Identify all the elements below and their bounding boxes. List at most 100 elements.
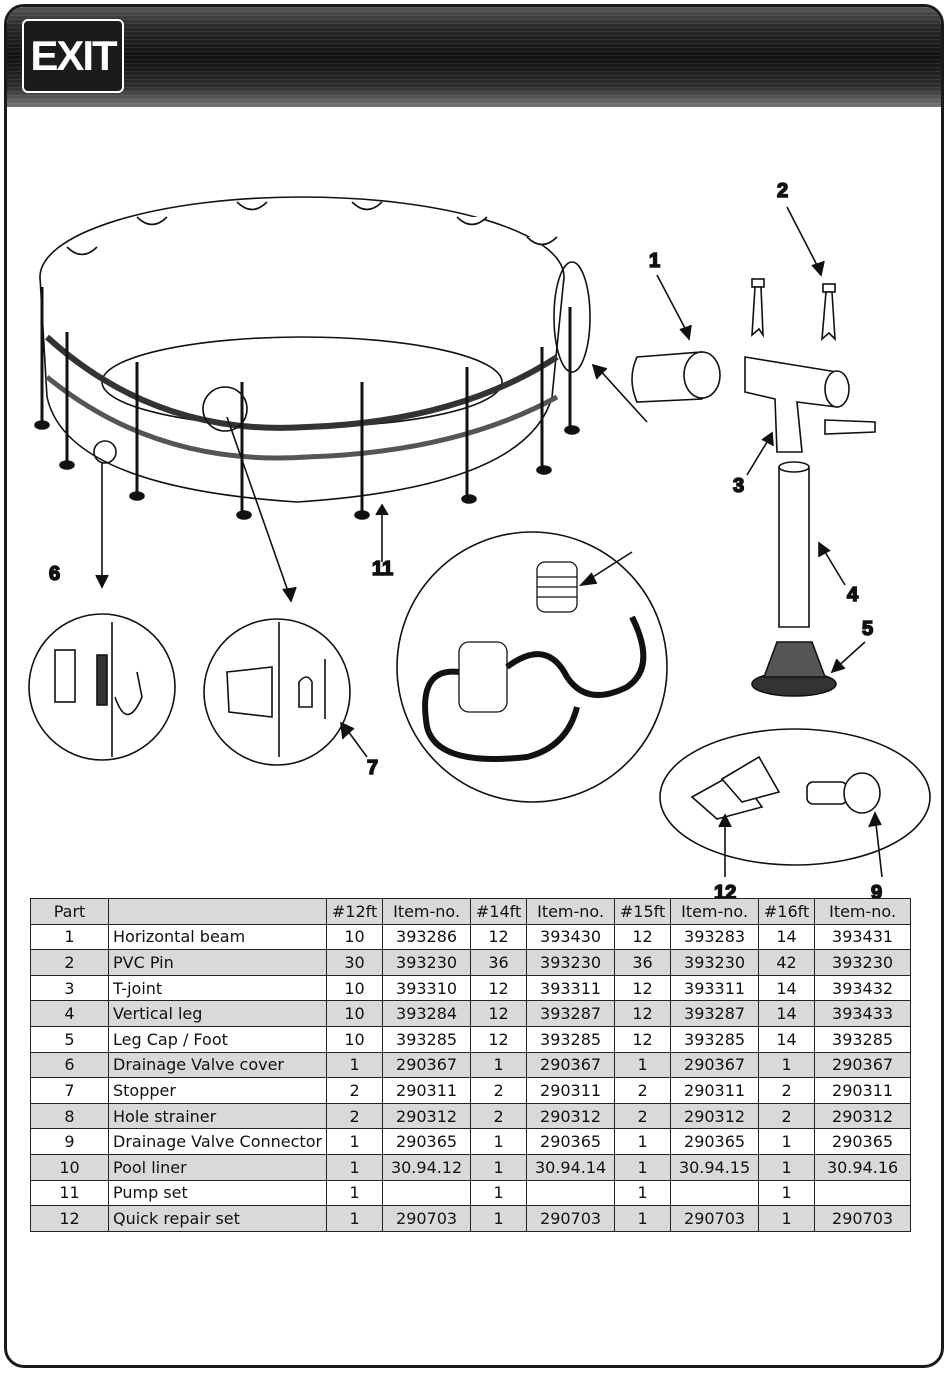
table-cell: 393286 [382, 923, 472, 951]
table-cell: 10 [326, 923, 384, 951]
table-cell: 30.94.12 [382, 1153, 472, 1181]
table-cell: Drainage Valve Connector [107, 1128, 328, 1155]
table-cell: 14 [758, 1025, 816, 1053]
table-cell: 290367 [382, 1051, 472, 1079]
table-cell: 2 [326, 1102, 384, 1130]
table-cell: 393230 [814, 949, 912, 976]
callout-2: 2 [777, 180, 788, 202]
parts-illustration: 11 1 3 2 [7, 107, 941, 907]
table-cell: 290365 [526, 1128, 616, 1155]
table-cell: 290365 [670, 1128, 760, 1155]
table-cell: 290312 [670, 1102, 760, 1130]
table-cell: 1 [614, 1205, 672, 1232]
table-cell: 42 [758, 949, 816, 976]
table-cell: 290311 [382, 1077, 472, 1104]
table-cell: Quick repair set [107, 1205, 328, 1232]
table-cell: 393285 [670, 1025, 760, 1053]
header-item-no-16ft: Item-no. [814, 898, 912, 925]
table-cell: 1 [326, 1179, 384, 1207]
header-band: EXIT [7, 7, 941, 107]
table-cell: 393311 [526, 974, 616, 1002]
table-cell: 10 [326, 974, 384, 1002]
table-cell: 1 [470, 1153, 528, 1181]
table-cell: 1 [614, 1128, 672, 1155]
table-cell: 290703 [670, 1205, 760, 1232]
callout-3: 3 [733, 475, 744, 497]
table-cell: 393285 [814, 1025, 912, 1053]
table-cell: Vertical leg [107, 1000, 328, 1027]
table-cell: 1 [614, 1051, 672, 1079]
header-item-no-15ft: Item-no. [670, 898, 760, 925]
table-cell: 1 [758, 1128, 816, 1155]
table-cell: 290312 [526, 1102, 616, 1130]
table-cell: 393230 [382, 949, 472, 976]
table-cell: 30 [326, 949, 384, 976]
table-cell: 2 [30, 949, 109, 976]
table-cell: 4 [30, 1000, 109, 1027]
table-cell: 10 [326, 1025, 384, 1053]
table-cell: 1 [758, 1051, 816, 1079]
table-cell [670, 1179, 760, 1207]
table-cell: 290703 [814, 1205, 912, 1232]
table-cell: 290312 [382, 1102, 472, 1130]
header-16ft: #16ft [758, 898, 816, 925]
table-cell: 393283 [670, 923, 760, 951]
header-item-no-14ft: Item-no. [526, 898, 616, 925]
vertical-leg-drawing [778, 461, 810, 628]
table-cell [382, 1179, 472, 1207]
table-cell: 290312 [814, 1102, 912, 1130]
table-cell: Hole strainer [107, 1102, 328, 1130]
table-cell: 14 [758, 1000, 816, 1027]
table-cell: 2 [614, 1077, 672, 1104]
table-cell: 393287 [670, 1000, 760, 1027]
table-cell [526, 1179, 616, 1207]
table-cell: 1 [614, 1179, 672, 1207]
pool-drawing [34, 196, 591, 520]
table-cell: 393311 [670, 974, 760, 1002]
table-cell: 393285 [526, 1025, 616, 1053]
table-cell: 393230 [526, 949, 616, 976]
table-cell: 9 [30, 1128, 109, 1155]
callout-5: 5 [862, 618, 873, 640]
table-cell: PVC Pin [107, 949, 328, 976]
table-cell: 393230 [670, 949, 760, 976]
table-cell: 1 [326, 1051, 384, 1079]
callout-4: 4 [847, 584, 859, 606]
table-cell: 1 [758, 1179, 816, 1207]
header-part: Part [30, 898, 109, 925]
table-cell: 393310 [382, 974, 472, 1002]
table-cell: T-joint [107, 974, 328, 1002]
table-cell: 2 [758, 1077, 816, 1104]
table-cell: 12 [470, 1025, 528, 1053]
table-cell: 12 [614, 974, 672, 1002]
table-cell: 1 [758, 1153, 816, 1181]
table-cell: 1 [30, 923, 109, 951]
table-cell: 290365 [382, 1128, 472, 1155]
table-cell: 290367 [814, 1051, 912, 1079]
leg-cap-drawing [751, 641, 837, 697]
table-header-row: Part #12ft Item-no. #14ft Item-no. #15ft… [30, 898, 912, 925]
table-cell: 393285 [382, 1025, 472, 1053]
header-description [107, 898, 328, 925]
table-cell: 1 [758, 1205, 816, 1232]
table-cell: 1 [470, 1051, 528, 1079]
table-cell: 393430 [526, 923, 616, 951]
table-cell: 36 [614, 949, 672, 976]
table-cell: 11 [30, 1179, 109, 1207]
table-cell: Drainage Valve cover [107, 1051, 328, 1079]
table-cell: 290311 [814, 1077, 912, 1104]
table-cell: 12 [614, 923, 672, 951]
table-cell: 393284 [382, 1000, 472, 1027]
table-cell: 1 [614, 1153, 672, 1181]
table-cell: 7 [30, 1077, 109, 1104]
table-cell: 393287 [526, 1000, 616, 1027]
callout-1: 1 [649, 250, 660, 272]
table-cell: 12 [470, 974, 528, 1002]
callout-11: 11 [372, 558, 393, 580]
table-cell: 14 [758, 974, 816, 1002]
